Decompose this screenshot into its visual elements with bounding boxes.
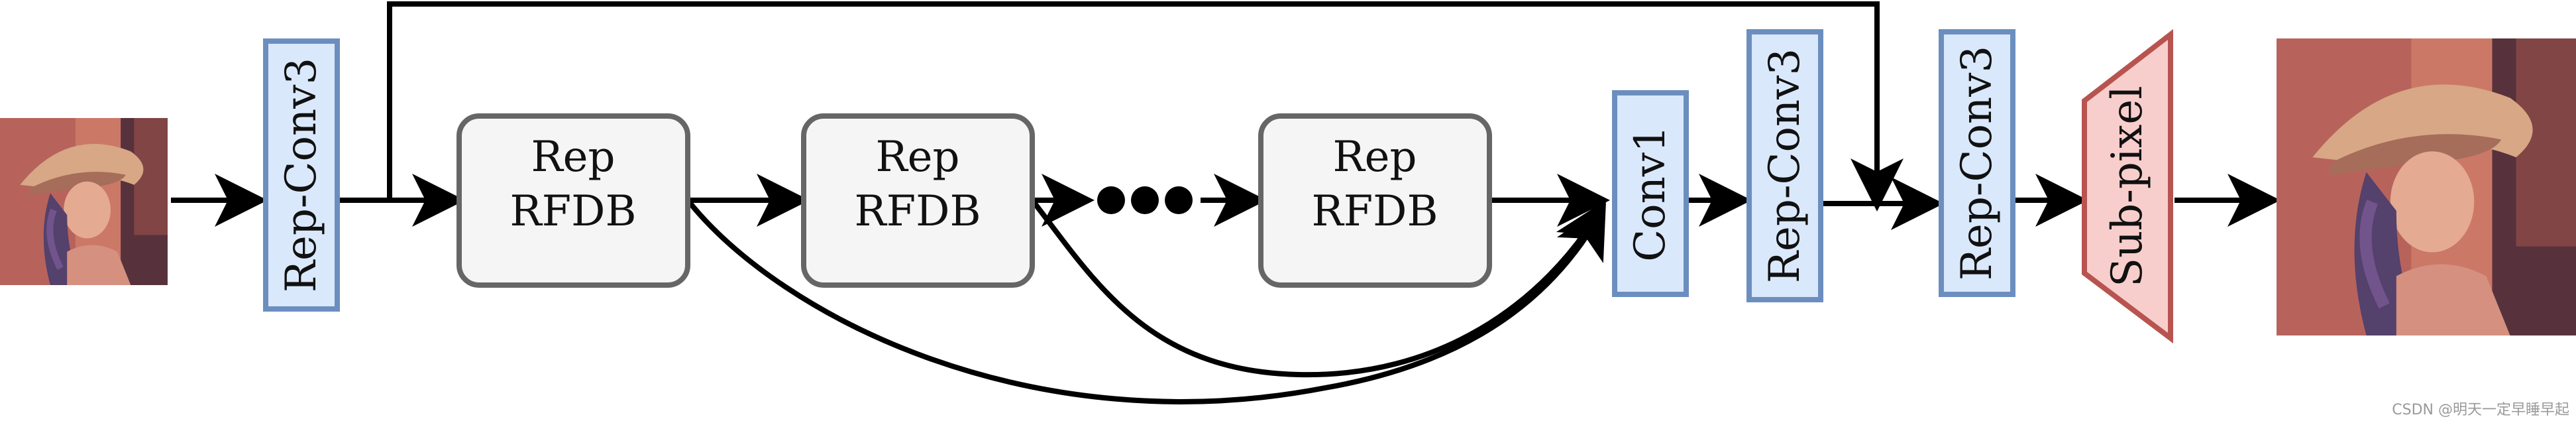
rep-rfdb-1-label-line2: RFDB [510, 187, 637, 236]
rep-rfdb-block-2: Rep RFDB [801, 113, 1035, 288]
ellipsis-dots [1097, 186, 1193, 214]
rep-rfdb-2-label-line2: RFDB [855, 187, 981, 236]
rep-rfdb-block-3: Rep RFDB [1258, 113, 1492, 288]
rep-conv3-output-block: Rep-Conv3 [1939, 29, 2015, 297]
rep-rfdb-3-label-line1: Rep [1332, 133, 1417, 182]
connectors [171, 1, 2281, 404]
subpixel-label: Sub-pixel [2103, 86, 2152, 287]
rep-conv3-input-label: Rep-Conv3 [277, 58, 326, 292]
input-image [0, 118, 168, 285]
rep-rfdb-block-1: Rep RFDB [456, 113, 690, 288]
output-image [2277, 38, 2576, 335]
subpixel-block: Sub-pixel [2082, 29, 2173, 344]
rep-conv3-middle-label: Rep-Conv3 [1760, 48, 1809, 283]
rep-conv3-output-label: Rep-Conv3 [1953, 46, 2002, 280]
skip-connection-long [387, 1, 1904, 212]
rep-rfdb-1-label-line1: Rep [531, 133, 615, 182]
rep-conv3-middle-block: Rep-Conv3 [1746, 29, 1823, 302]
watermark-text: CSDN @明天一定早睡早起 [2392, 402, 2569, 418]
rep-rfdb-2-label-line1: Rep [875, 133, 959, 182]
conv1-block: Conv1 [1612, 90, 1689, 297]
curve-rfdb2-to-conv1 [1030, 198, 1607, 378]
rep-conv3-input-block: Rep-Conv3 [263, 38, 340, 312]
conv1-label: Conv1 [1626, 125, 1675, 262]
curve-rfdb1-to-conv1 [685, 198, 1606, 404]
rep-rfdb-3-label-line2: RFDB [1312, 187, 1438, 236]
